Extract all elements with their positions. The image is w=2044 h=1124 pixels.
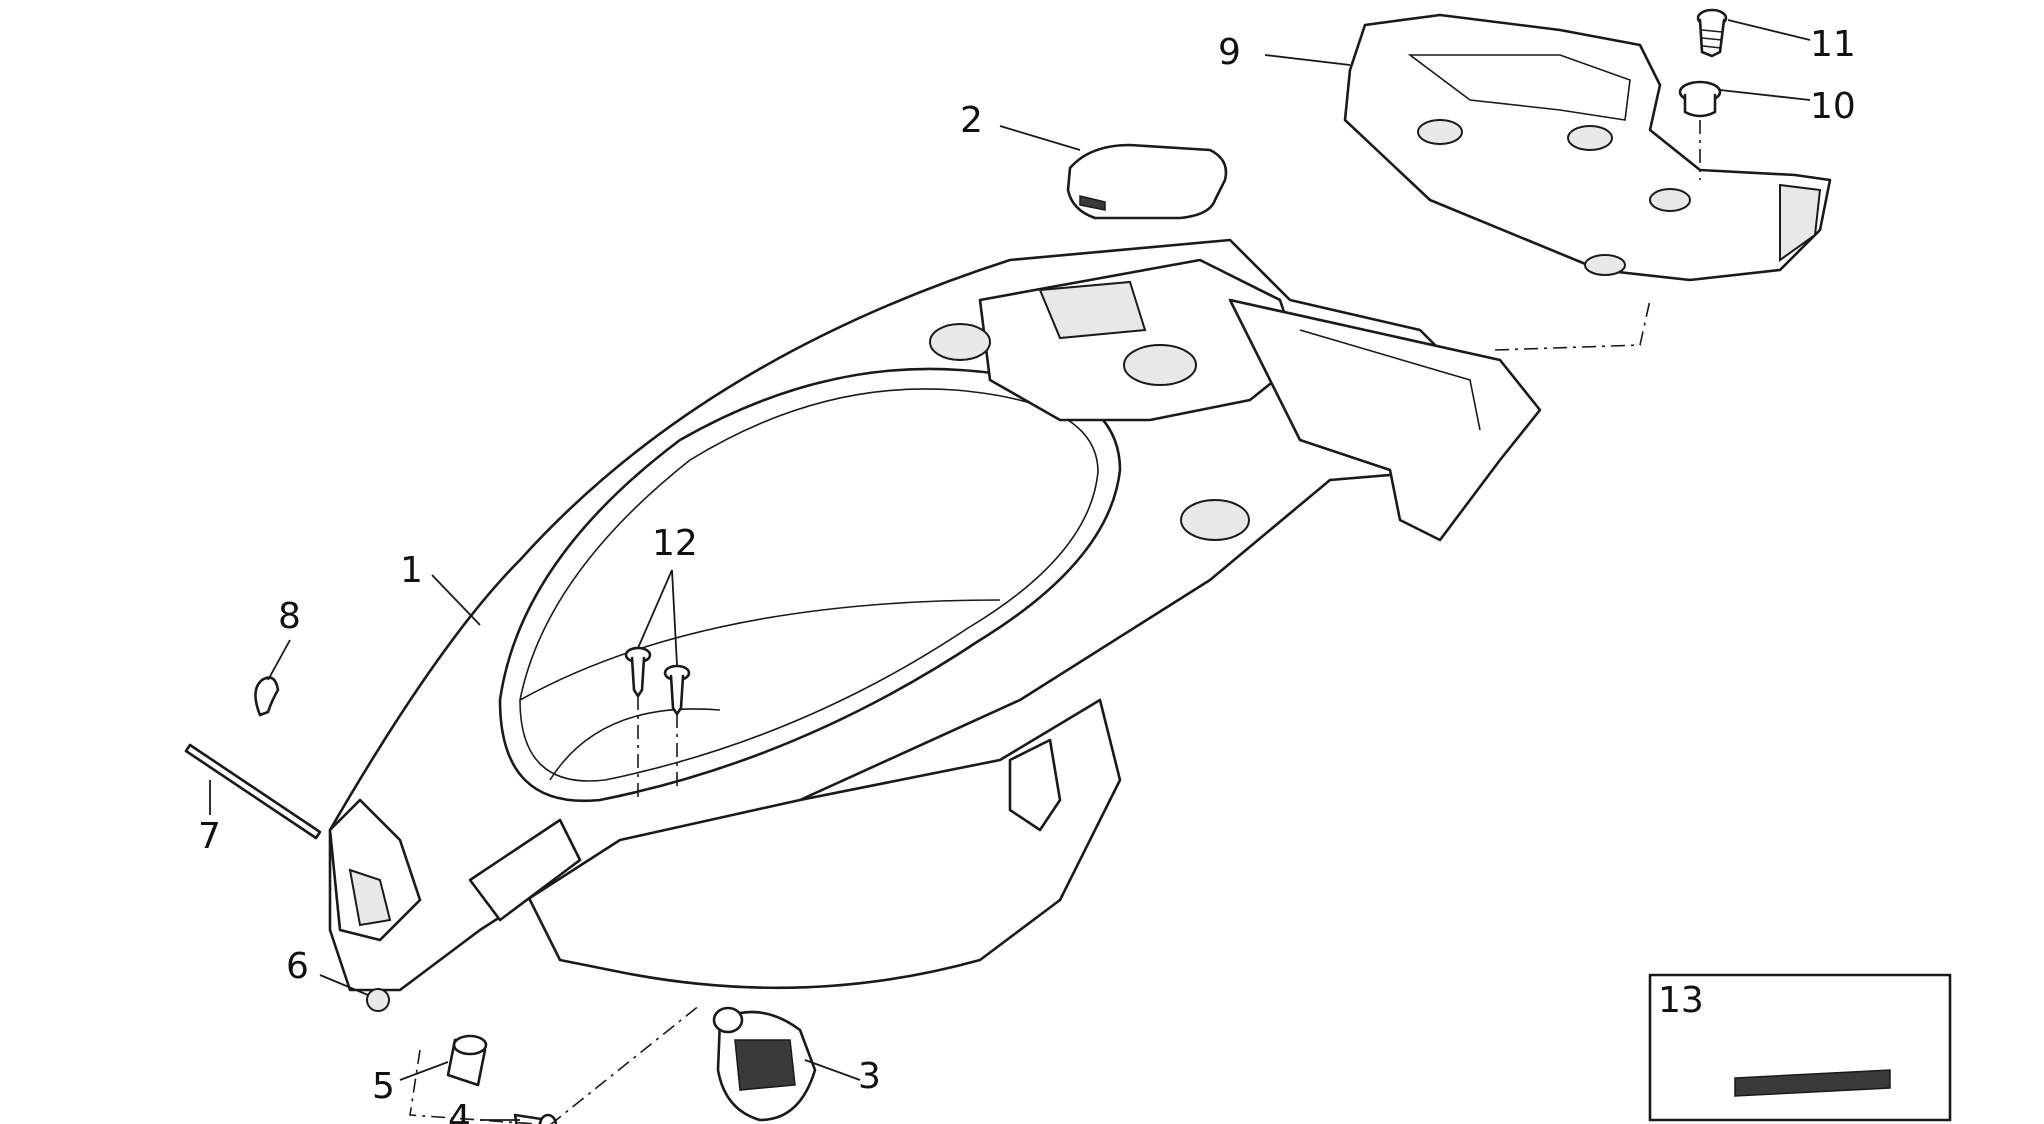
grab-handle-part-9 (1343, 13, 1832, 282)
callout-5: 5 (372, 1066, 395, 1107)
leader-lines (209, 19, 1811, 1121)
assembly-lines (409, 120, 1701, 1124)
callout-12: 12 (652, 523, 698, 564)
callout-1: 1 (400, 550, 423, 591)
callout-4: 4 (448, 1098, 471, 1124)
callout-13: 13 (1658, 980, 1704, 1021)
pin-part-7 (184, 743, 322, 840)
callout-6: 6 (286, 946, 309, 987)
bush-part-10 (1678, 80, 1722, 118)
screw-part-11 (1696, 8, 1728, 58)
kit-box-part-13 (1648, 973, 1952, 1122)
callout-3: 3 (858, 1056, 881, 1097)
callout-7: 7 (198, 816, 221, 857)
callout-8: 8 (278, 596, 301, 637)
clip-part-8 (254, 676, 280, 717)
nut-part-6 (366, 988, 390, 1012)
callout-11: 11 (1810, 24, 1856, 65)
callout-10: 10 (1810, 86, 1856, 127)
helmet-compartment-part-1 (328, 238, 1542, 992)
callout-9: 9 (1218, 32, 1241, 73)
lock-part-3 (712, 1006, 817, 1122)
callout-2: 2 (960, 100, 983, 141)
spacer-part-5 (446, 1034, 488, 1087)
screw-part-4 (513, 1113, 558, 1124)
cover-part-2 (1066, 143, 1228, 220)
